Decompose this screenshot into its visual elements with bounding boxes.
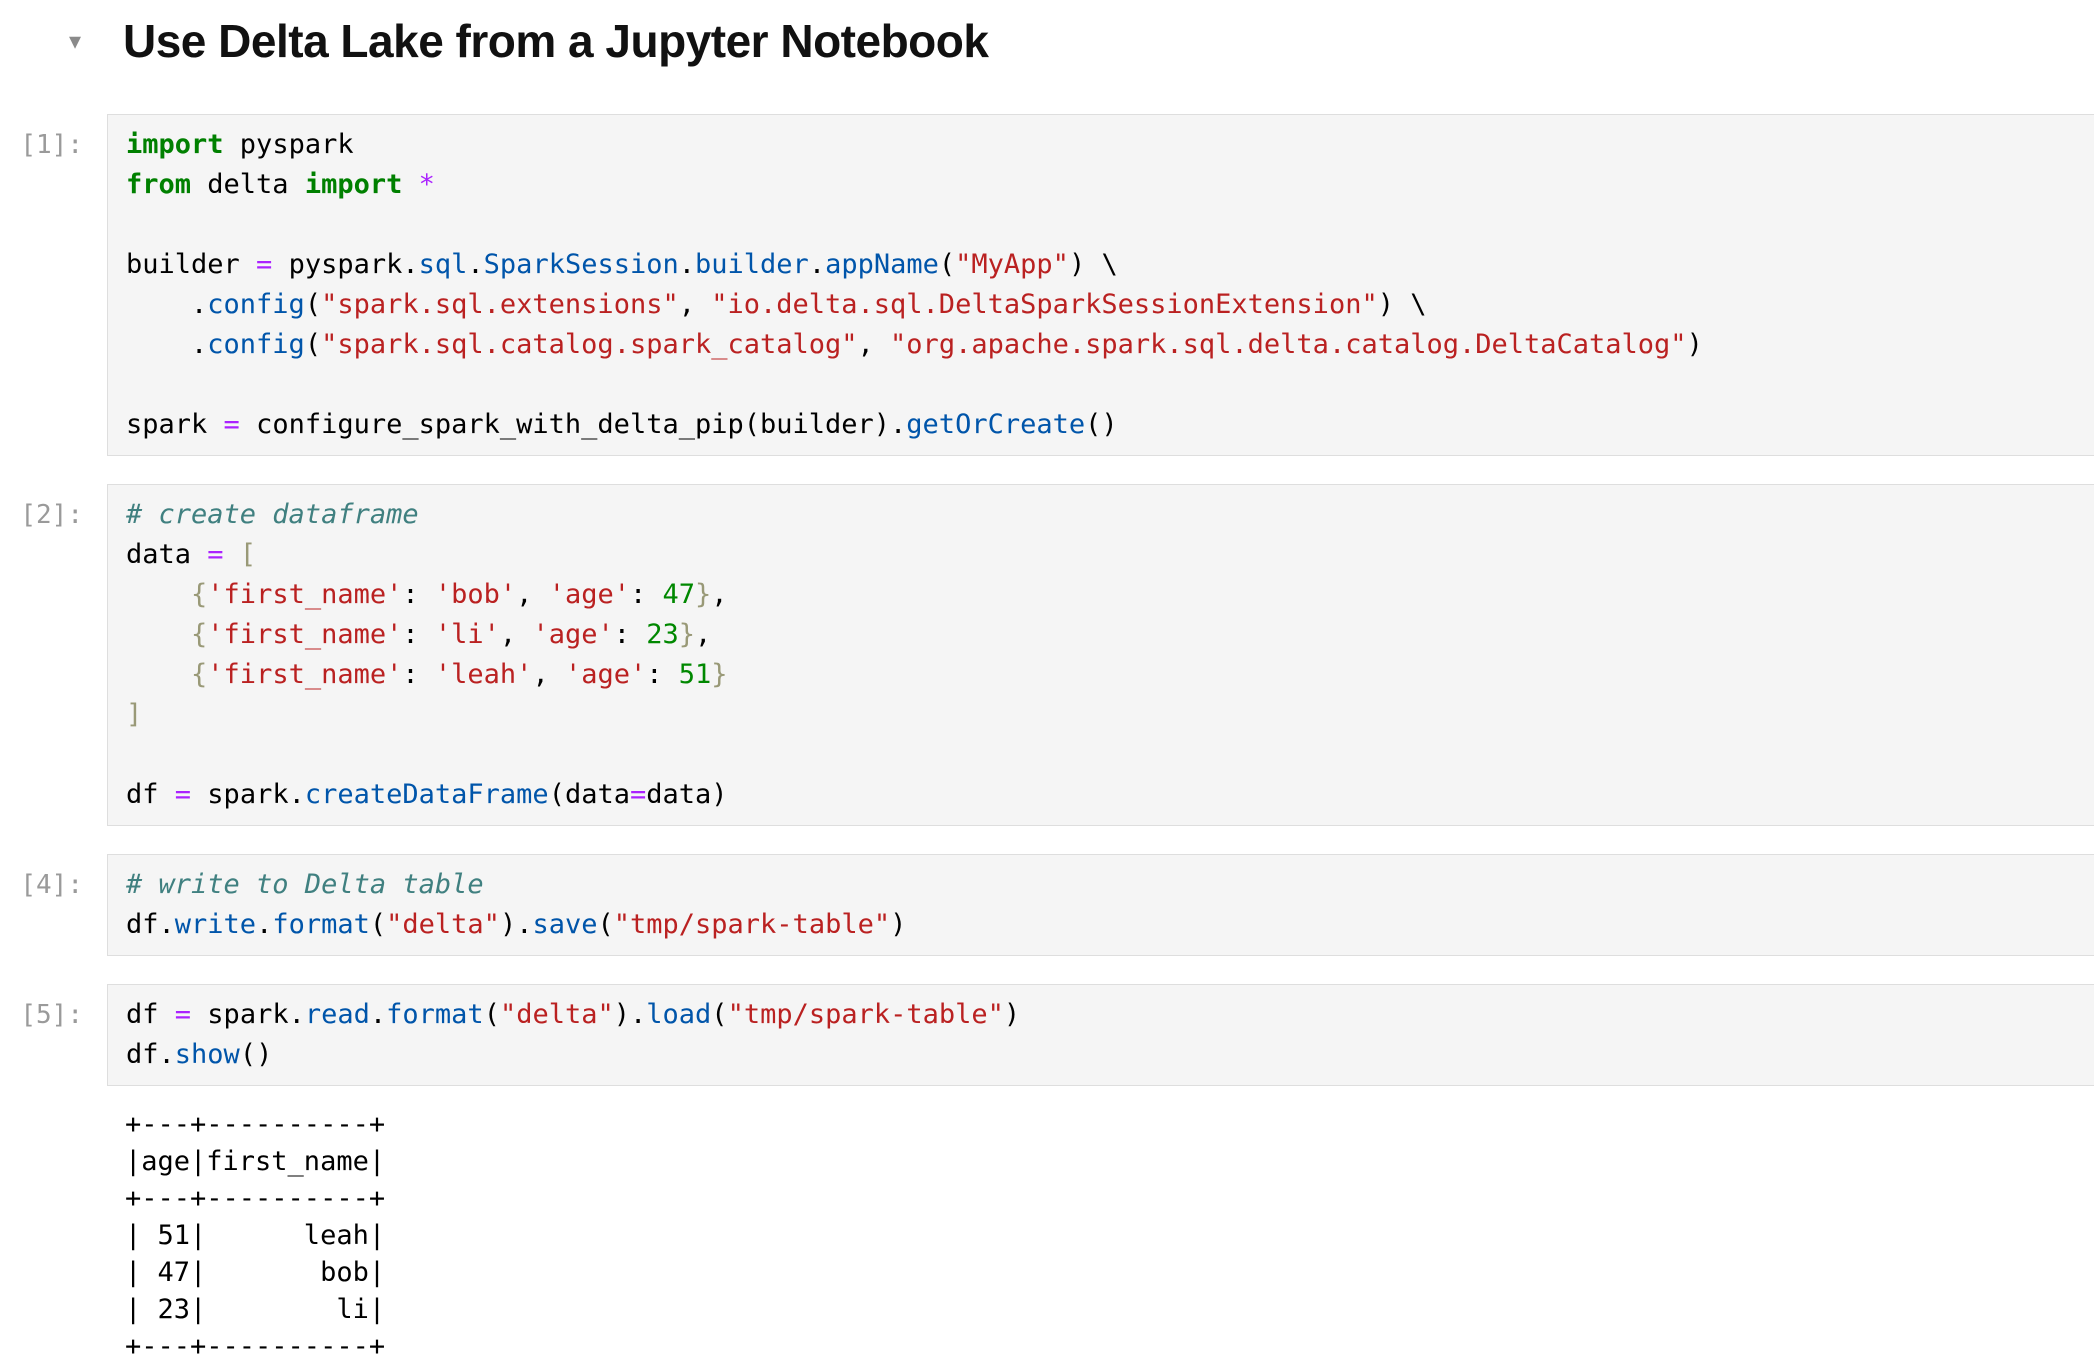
code-line: ]: [126, 699, 143, 730]
cell-input-area[interactable]: df = spark.read.format("delta").load("tm…: [107, 984, 2094, 1086]
code-cell-5: [5]: df = spark.read.format("delta").loa…: [0, 984, 2094, 1086]
code-line: df.write.format("delta").save("tmp/spark…: [126, 909, 907, 940]
code-line: {'first_name': 'bob', 'age': 47},: [191, 579, 728, 610]
code-line: # create dataframe: [126, 499, 419, 530]
output-prompt: [0, 1098, 107, 1364]
code-line: {'first_name': 'li', 'age': 23},: [191, 619, 712, 650]
cell-input-area[interactable]: import pyspark from delta import * builde…: [107, 114, 2094, 456]
code-line: df = spark.createDataFrame(data=data): [126, 779, 728, 810]
cell-output: +---+----------+ |age|first_name| +---+-…: [0, 1098, 2094, 1364]
cell-prompt: [2]:: [20, 500, 83, 530]
code-line: .config("spark.sql.extensions", "io.delt…: [126, 289, 1427, 320]
code-line: [126, 365, 2094, 405]
code-cell-1: [1]: import pyspark from delta import * b…: [0, 114, 2094, 456]
code-cell-4: [4]: # write to Delta table df.write.form…: [0, 854, 2094, 956]
code-line: from delta import *: [126, 169, 435, 200]
code-line: [126, 735, 2094, 775]
code-line: builder = pyspark.sql.SparkSession.build…: [126, 249, 1118, 280]
notebook-heading: ▾ Use Delta Lake from a Jupyter Notebook: [0, 14, 2094, 68]
cell-prompt: [1]:: [20, 130, 83, 160]
code-line: # write to Delta table: [126, 869, 484, 900]
code-line: df.show(): [126, 1039, 273, 1070]
code-line: [126, 205, 2094, 245]
cell-input-area[interactable]: # write to Delta table df.write.format("d…: [107, 854, 2094, 956]
code-line: import pyspark: [126, 129, 354, 160]
page-title: Use Delta Lake from a Jupyter Notebook: [123, 15, 989, 67]
notebook: ▾ Use Delta Lake from a Jupyter Notebook…: [0, 14, 2094, 1364]
cell-prompt: [4]:: [20, 870, 83, 900]
code-line: df = spark.read.format("delta").load("tm…: [126, 999, 1021, 1030]
cell-prompt: [5]:: [20, 1000, 83, 1030]
output-text: +---+----------+ |age|first_name| +---+-…: [125, 1109, 386, 1362]
cell-code: # create dataframe data = [ {'first_name'…: [126, 495, 2094, 815]
code-cell-2: [2]: # create dataframe data = [ {'first_…: [0, 484, 2094, 826]
code-line: spark = configure_spark_with_delta_pip(b…: [126, 409, 1118, 440]
cell-code: # write to Delta table df.write.format("d…: [126, 865, 2094, 945]
code-line: data = [: [126, 539, 257, 570]
cell-code: df = spark.read.format("delta").load("tm…: [126, 995, 2094, 1075]
cell-input-area[interactable]: # create dataframe data = [ {'first_name'…: [107, 484, 2094, 826]
code-line: {'first_name': 'leah', 'age': 51}: [191, 659, 728, 690]
collapse-caret-icon[interactable]: ▾: [68, 27, 82, 55]
cell-code: import pyspark from delta import * builde…: [126, 125, 2094, 445]
code-line: .config("spark.sql.catalog.spark_catalog…: [126, 329, 1703, 360]
